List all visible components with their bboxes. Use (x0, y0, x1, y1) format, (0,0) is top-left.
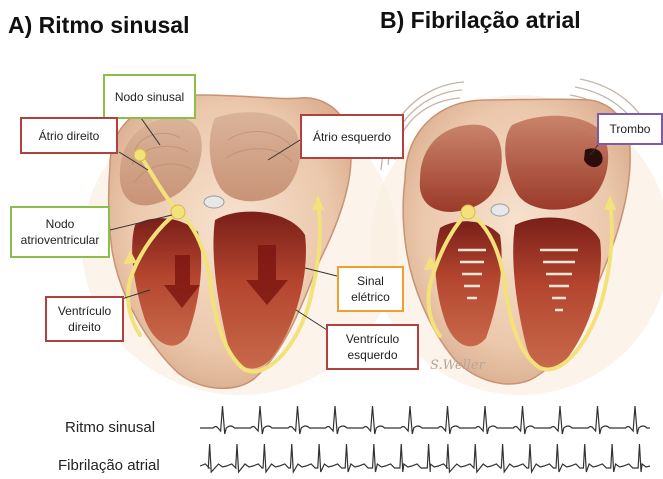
artist-signature: S.Weller (430, 358, 485, 373)
ecg-sinus-trace (200, 406, 650, 434)
ecg-af-trace (200, 444, 650, 472)
ecg-af-label: Fibrilação atrial (58, 457, 160, 474)
label-atrio-direito: Átrio direito (20, 117, 118, 154)
label-ventriculo-esquerdo: Ventrículo esquerdo (326, 324, 419, 370)
label-sinal-eletrico: Sinal elétrico (337, 266, 404, 312)
ecg-traces (200, 406, 650, 472)
label-trombo: Trombo (597, 113, 663, 145)
label-nodo-atrioventricular: Nodo atrioventricular (10, 206, 110, 258)
label-atrio-esquerdo: Átrio esquerdo (300, 114, 404, 159)
label-ventriculo-direito: Ventrículo direito (45, 296, 124, 342)
label-nodo-sinusal: Nodo sinusal (103, 74, 196, 119)
ecg-sinus-label: Ritmo sinusal (65, 419, 155, 436)
